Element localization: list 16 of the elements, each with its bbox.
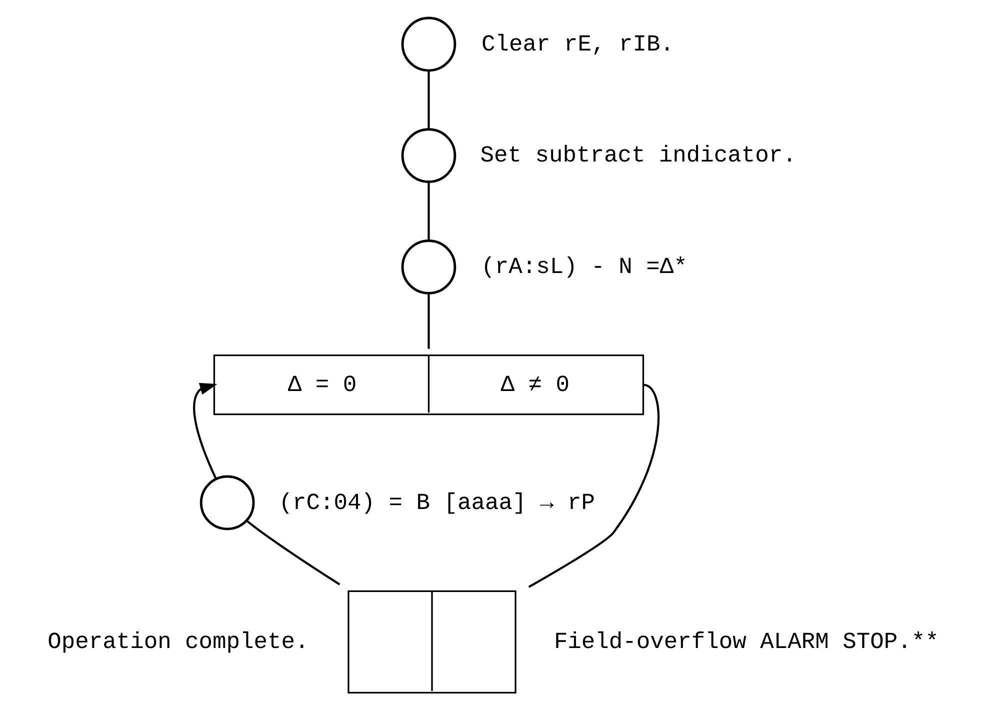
node-circle (400, 16, 456, 72)
node-label: (rA:sL) - N =Δ* (480, 254, 687, 280)
node-circle (400, 128, 456, 184)
node-circle (199, 475, 254, 530)
connector (427, 293, 430, 349)
node-label: Operation complete. (47, 628, 308, 655)
connector (427, 70, 430, 130)
node-label: Set subtract indicator. (480, 142, 796, 169)
connector (427, 182, 430, 240)
node-circle (400, 240, 456, 294)
node-label: Field-overflow ALARM STOP.** (553, 628, 938, 655)
arrow (192, 382, 217, 480)
connector (528, 384, 660, 588)
connector (245, 520, 340, 586)
node-label: (rC:04) = B [aaaa] → rP (278, 490, 594, 516)
node-label: Clear rE, rIB. (481, 31, 674, 58)
